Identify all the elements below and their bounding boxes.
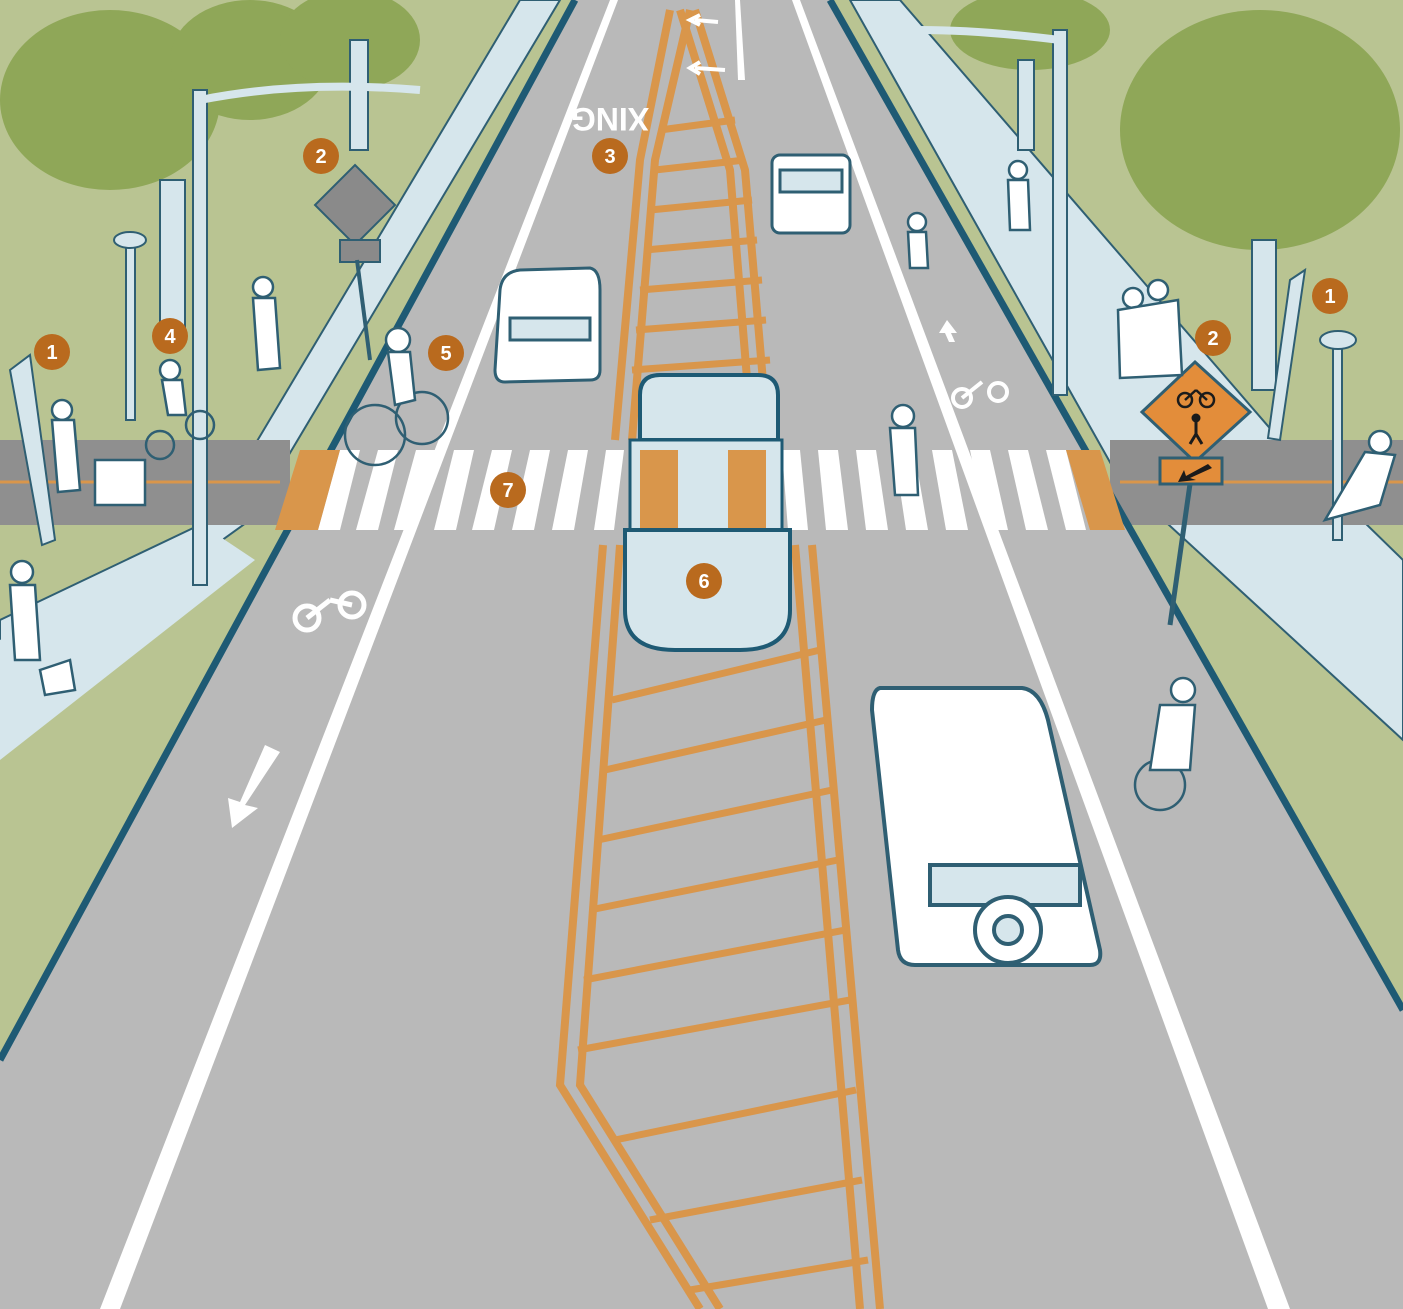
callout-number: 3 bbox=[604, 146, 615, 168]
xing-marking: XING bbox=[571, 101, 649, 137]
callout-2-right: 2 bbox=[1195, 320, 1231, 356]
callout-number: 1 bbox=[46, 342, 57, 364]
callout-3: 3 bbox=[592, 138, 628, 174]
callout-4: 4 bbox=[152, 318, 188, 354]
median-refuge-island bbox=[625, 375, 790, 650]
callout-number: 4 bbox=[164, 326, 176, 348]
callout-5: 5 bbox=[428, 335, 464, 371]
callout-number: 7 bbox=[502, 480, 513, 502]
callout-2-left: 2 bbox=[303, 138, 339, 174]
tree-trunk bbox=[350, 40, 368, 150]
tree-trunk bbox=[1252, 240, 1276, 390]
callout-number: 5 bbox=[440, 343, 451, 365]
callout-number: 1 bbox=[1324, 286, 1335, 308]
callout-number: 6 bbox=[698, 571, 709, 593]
callout-number: 2 bbox=[315, 146, 326, 168]
callout-6: 6 bbox=[686, 563, 722, 599]
callout-number: 2 bbox=[1207, 328, 1218, 350]
callout-1-left: 1 bbox=[34, 334, 70, 370]
tree-trunk bbox=[1018, 60, 1034, 150]
car-icon bbox=[772, 155, 850, 233]
callout-7: 7 bbox=[490, 472, 526, 508]
car-icon bbox=[495, 268, 600, 382]
callout-1-right: 1 bbox=[1312, 278, 1348, 314]
tree-trunk bbox=[160, 180, 185, 330]
